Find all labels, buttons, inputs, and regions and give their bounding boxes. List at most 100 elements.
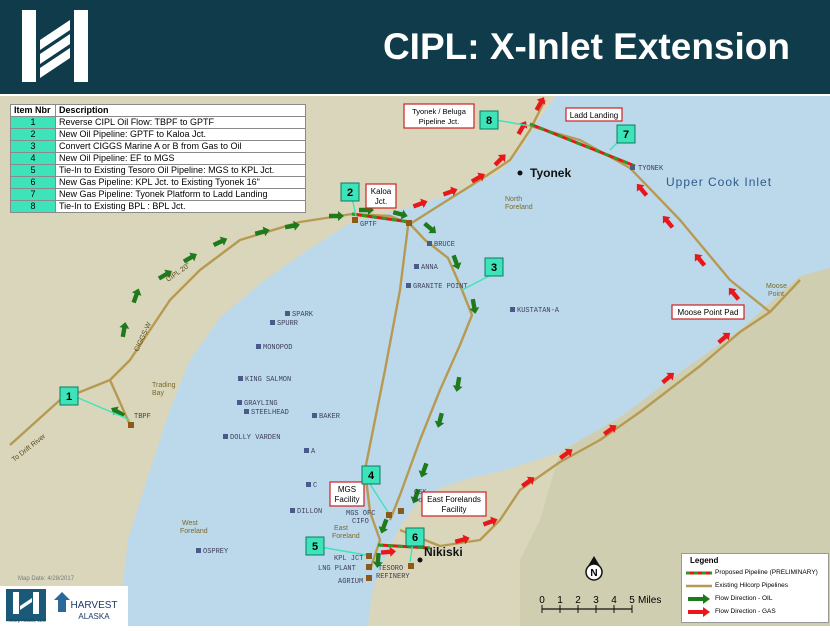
footer-logos: Hilcorp Alaska, LLC HARVEST ALASKA (0, 586, 128, 626)
svg-text:Ladd Landing: Ladd Landing (570, 111, 619, 120)
svg-text:N: N (590, 568, 597, 579)
legend-item-oil: Flow Direction - OIL (682, 592, 828, 605)
svg-text:Hilcorp Alaska, LLC: Hilcorp Alaska, LLC (6, 618, 46, 623)
platform-label: GRAYLING (244, 400, 278, 408)
map-view[interactable]: BRUCE ANNA GRANITE POINT KUSTATAN-A SPAR… (0, 94, 830, 626)
platform-label: KUSTATAN-A (517, 307, 560, 315)
svg-text:Facility: Facility (442, 505, 467, 514)
nikiski-dot-icon (417, 557, 423, 563)
map-canvas: BRUCE ANNA GRANITE POINT KUSTATAN-A SPAR… (0, 94, 830, 626)
svg-text:ALASKA: ALASKA (78, 612, 110, 621)
platform-label: ANNA (421, 264, 439, 272)
facility-label: LNG PLANT (318, 565, 356, 573)
svg-text:Pipeline Jct.: Pipeline Jct. (419, 117, 459, 126)
table-header-item: Item Nbr (10, 104, 56, 117)
legend-item-gas: Flow Direction - GAS (682, 605, 828, 618)
platform-label: BRUCE (434, 241, 455, 249)
platform-label: BAKER (319, 413, 341, 421)
svg-text:0: 0 (539, 595, 545, 606)
legend-title: Legend (690, 556, 719, 565)
platform-label: MONOPOD (263, 344, 292, 352)
facility-label: TESORO (378, 565, 403, 573)
svg-text:2: 2 (575, 595, 581, 606)
platform-label: STEELHEAD (251, 409, 289, 417)
svg-text:Miles: Miles (638, 595, 661, 606)
svg-text:3: 3 (593, 595, 599, 606)
marker-leader-lines (75, 119, 623, 563)
svg-text:HARVEST: HARVEST (70, 600, 117, 611)
tyonek-dot-icon (517, 170, 523, 176)
item-marker-3: 3 (491, 262, 497, 274)
red-arrow-icon (688, 606, 710, 617)
proposed-pipelines (351, 122, 636, 550)
callout-kaloa-jct: Kaloa Jct. (365, 183, 397, 209)
callout-tyonek-beluga: Tyonek / Beluga Pipeline Jct. (403, 103, 475, 129)
facility-label: REFINERY (376, 573, 410, 581)
item-marker-6: 6 (412, 532, 418, 544)
facility-label: KPL JCT (334, 555, 363, 563)
page-title: CIPL: X-Inlet Extension (382, 26, 790, 67)
platform-label: DOLLY VARDEN (230, 434, 280, 442)
svg-text:East Forelands: East Forelands (427, 495, 481, 504)
svg-text:Tyonek / Beluga: Tyonek / Beluga (412, 107, 467, 116)
item-marker-1: 1 (66, 391, 72, 403)
svg-text:Kaloa: Kaloa (371, 187, 392, 196)
svg-text:Jct.: Jct. (375, 197, 387, 206)
svg-text:Facility: Facility (335, 495, 360, 504)
facility-label: AGRIUM (338, 578, 363, 586)
callout-east-forelands: East Forelands Facility (421, 491, 487, 517)
callout-mgs-facility: MGS Facility (329, 481, 365, 507)
platform-label: TYONEK (638, 165, 664, 173)
existing-pipeline-icon (686, 584, 712, 587)
facility-label: MGS OFC (346, 510, 375, 518)
cook-inlet-water (118, 96, 830, 626)
facility-label: Do (414, 497, 422, 505)
header-banner: CIPL: X-Inlet Extension (0, 0, 830, 94)
legend-item-existing: Existing Hilcorp Pipelines (682, 579, 828, 592)
platform-markers (196, 165, 635, 553)
harvest-logo-icon (54, 592, 70, 612)
item-marker-8: 8 (486, 115, 492, 127)
place-label-tyonek: Tyonek (530, 166, 571, 180)
callout-moose-point-pad: Moose Point Pad (671, 304, 745, 320)
north-arrow-icon: N (585, 556, 603, 581)
place-label-nikiski: Nikiski (424, 545, 463, 559)
callout-ladd-landing: Ladd Landing (565, 107, 623, 122)
platform-label: SPURR (277, 320, 299, 328)
green-arrow-icon (688, 593, 710, 604)
item-markers: 1 2 3 4 5 6 7 8 (59, 110, 636, 556)
facility-markers (128, 217, 414, 581)
hilcorp-logo-icon (22, 10, 88, 82)
svg-text:4: 4 (611, 595, 617, 606)
svg-text:MGS: MGS (338, 485, 356, 494)
facility-label: GPTF (360, 221, 377, 229)
svg-text:1: 1 (557, 595, 563, 606)
item-marker-5: 5 (312, 541, 318, 553)
hilcorp-small-logo-icon (6, 589, 46, 621)
facility-label: OSK (414, 489, 427, 497)
platform-label: DILLON (297, 508, 322, 516)
map-date: Map Date: 4/28/2017 (18, 576, 75, 582)
platform-label: OSPREY (203, 548, 229, 556)
place-label-upper-cook-inlet: Upper Cook Inlet (666, 175, 772, 189)
proposed-pipeline-icon (686, 571, 712, 574)
platform-label: KING SALMON (245, 376, 291, 384)
table-header-description: Description (55, 104, 306, 117)
scale-bar: 0 1 2 3 4 5 Miles (539, 595, 661, 613)
item-marker-4: 4 (368, 470, 375, 482)
svg-text:5: 5 (629, 595, 635, 606)
svg-text:Moose Point Pad: Moose Point Pad (678, 308, 739, 317)
kenai-peninsula (520, 268, 830, 626)
platform-label: C (313, 482, 317, 490)
